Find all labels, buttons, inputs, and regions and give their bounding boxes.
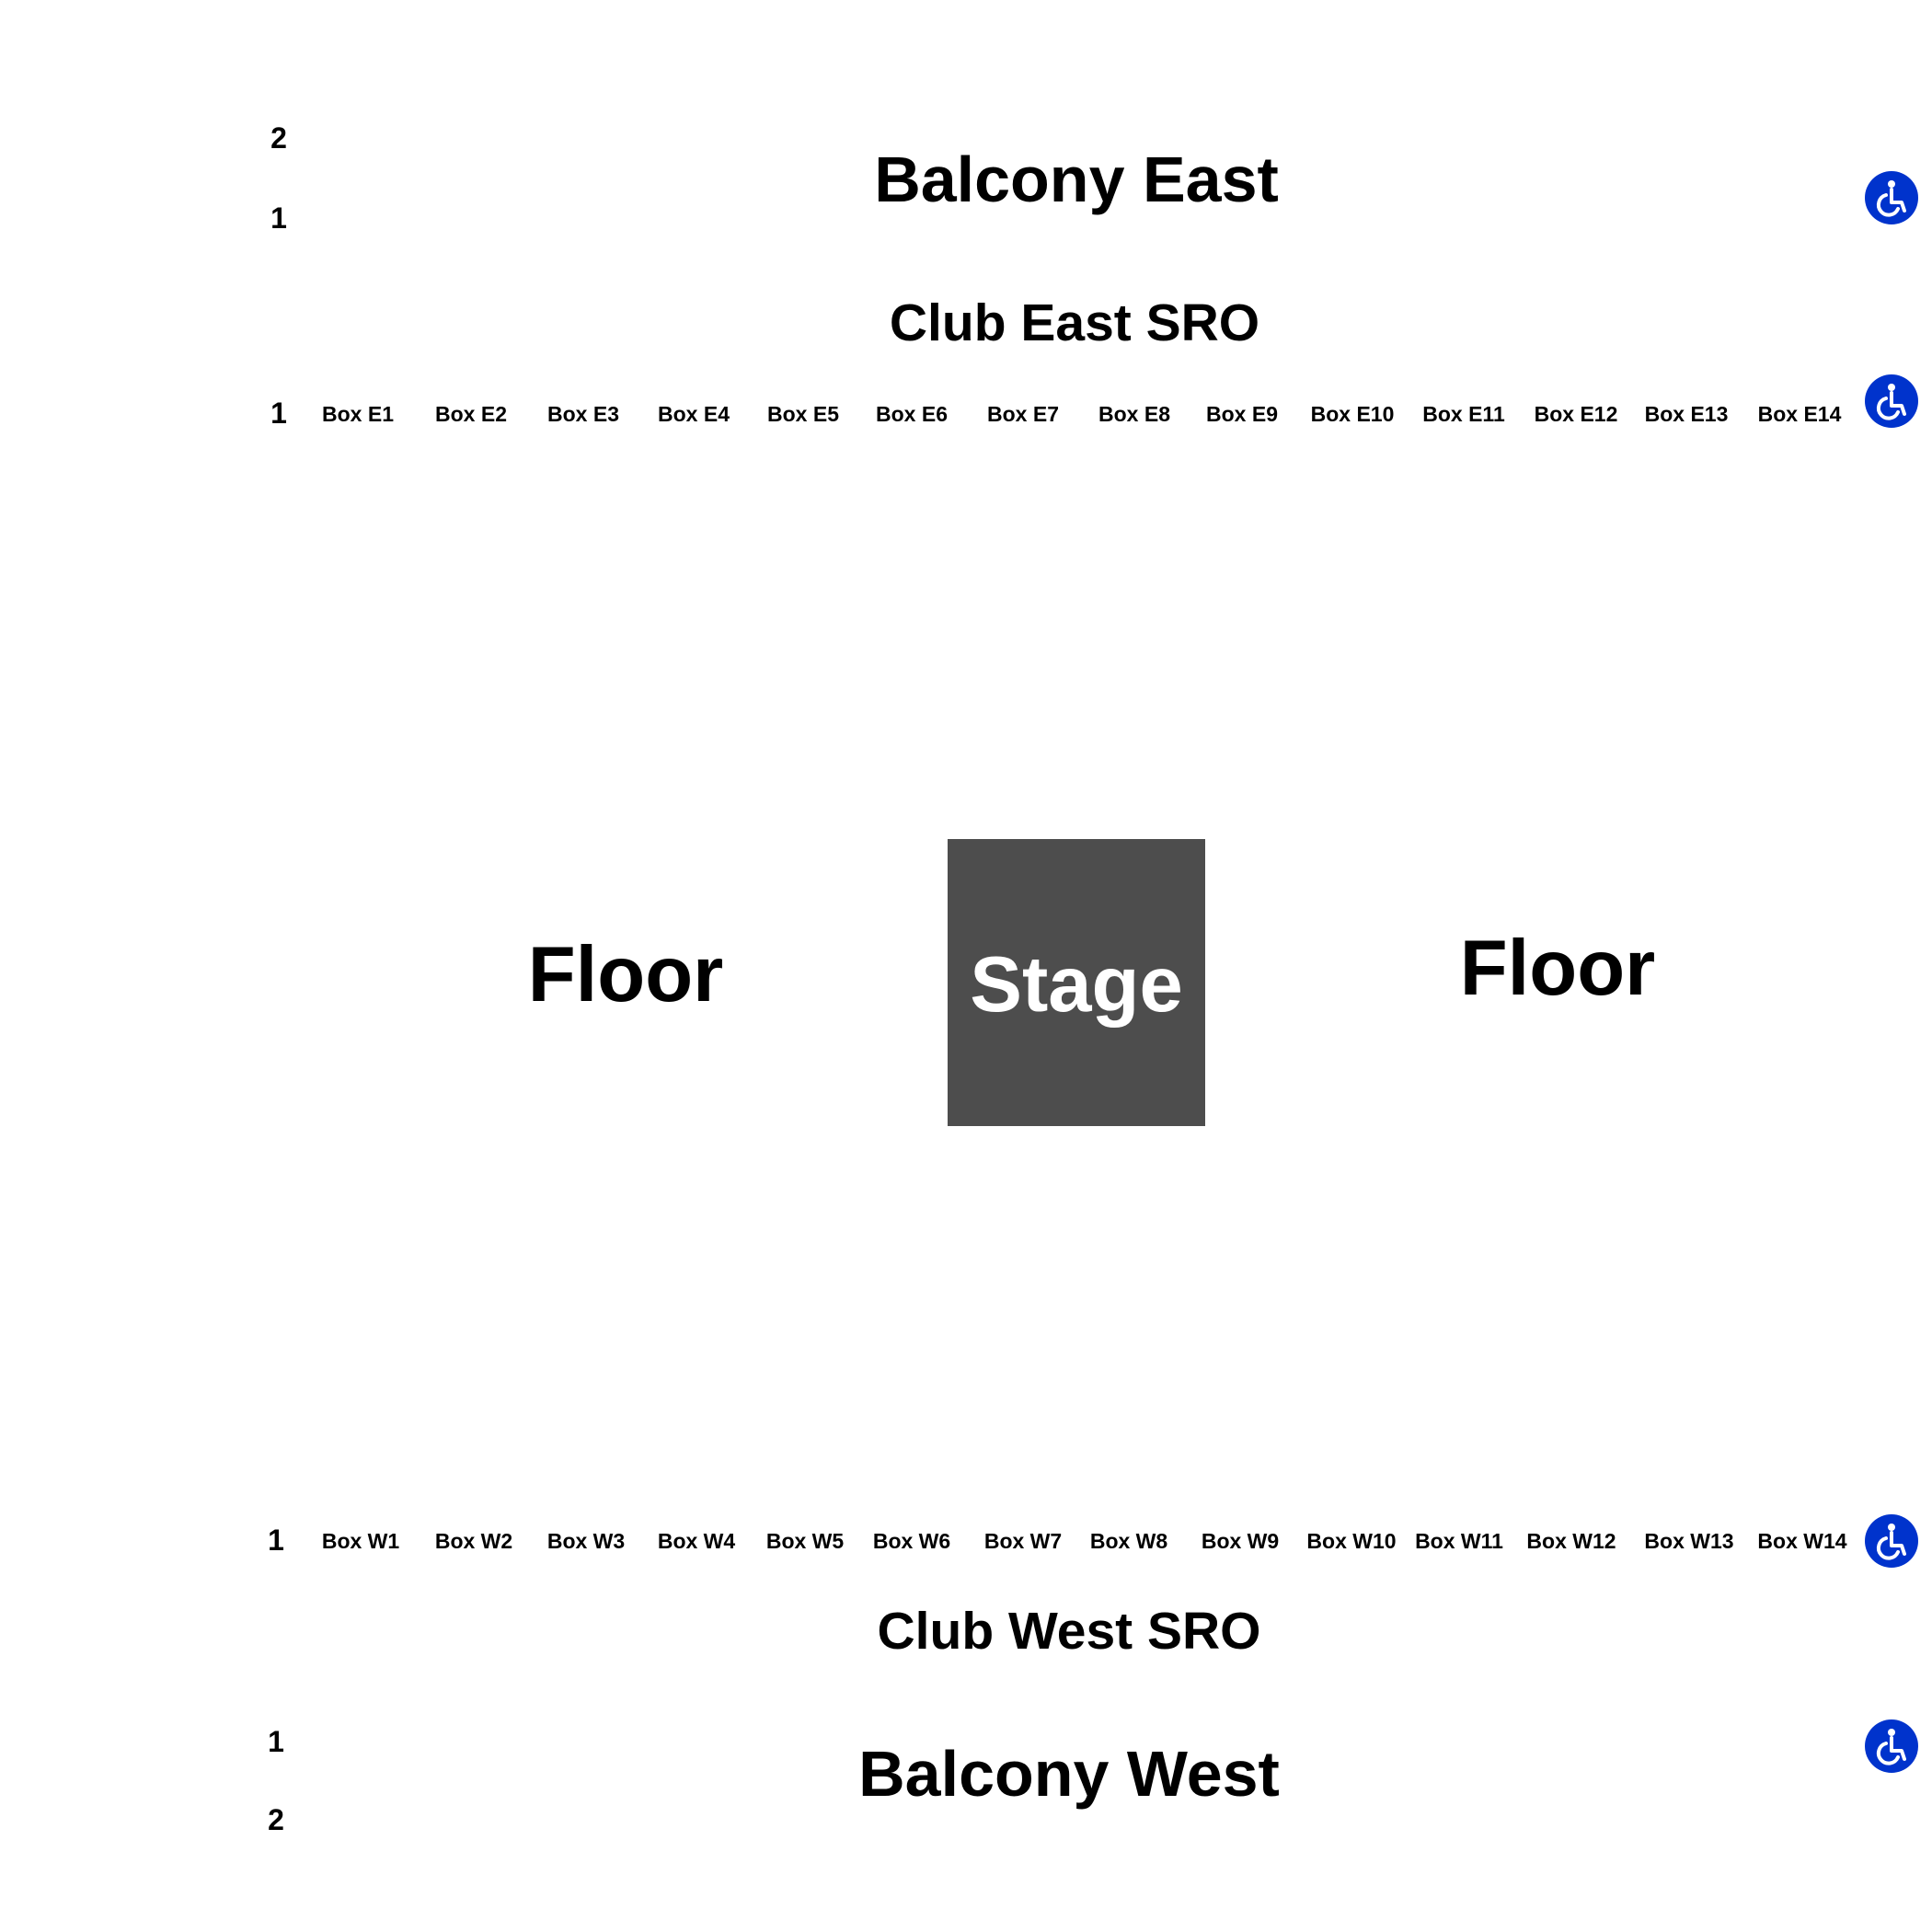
box-e6[interactable]: Box E6: [876, 402, 948, 426]
box-e14[interactable]: Box E14: [1757, 402, 1842, 426]
box-e13[interactable]: Box E13: [1644, 402, 1729, 426]
balcony-east-row-label[interactable]: 1: [270, 201, 287, 235]
balcony-west-row-label[interactable]: 1: [268, 1725, 284, 1758]
box-w2[interactable]: Box W2: [434, 1529, 513, 1553]
section-balcony-east[interactable]: Balcony East: [874, 144, 1279, 215]
section-club-west-sro[interactable]: Club West SRO: [877, 1602, 1261, 1661]
box-w10[interactable]: Box W10: [1306, 1529, 1397, 1553]
box-w5[interactable]: Box W5: [765, 1529, 845, 1553]
box-w11[interactable]: Box W11: [1415, 1529, 1503, 1553]
club-east-row-label[interactable]: 1: [270, 397, 287, 430]
box-w13[interactable]: Box W13: [1644, 1529, 1734, 1553]
box-e12[interactable]: Box E12: [1534, 402, 1618, 426]
stage-label: Stage: [970, 941, 1183, 1029]
wheelchair-icon[interactable]: [1864, 374, 1919, 429]
club-west-row-label[interactable]: 1: [268, 1524, 284, 1557]
section-balcony-west[interactable]: Balcony West: [858, 1738, 1280, 1810]
box-w1[interactable]: Box W1: [321, 1529, 400, 1553]
box-w3[interactable]: Box W3: [546, 1529, 626, 1553]
box-e9[interactable]: Box E9: [1206, 402, 1278, 426]
box-w7[interactable]: Box W7: [983, 1529, 1063, 1553]
wheelchair-icon[interactable]: [1864, 1513, 1919, 1569]
box-w9[interactable]: Box W9: [1201, 1529, 1280, 1553]
box-w12[interactable]: Box W12: [1526, 1529, 1616, 1553]
box-e7[interactable]: Box E7: [987, 402, 1059, 426]
box-w6[interactable]: Box W6: [872, 1529, 951, 1553]
box-e1[interactable]: Box E1: [322, 402, 394, 426]
wheelchair-icon[interactable]: [1864, 1719, 1919, 1774]
section-club-east-sro[interactable]: Club East SRO: [889, 293, 1260, 352]
section-floor-left[interactable]: Floor: [527, 931, 724, 1018]
box-w4[interactable]: Box W4: [657, 1529, 736, 1553]
box-e5[interactable]: Box E5: [767, 402, 839, 426]
box-e8[interactable]: Box E8: [1098, 402, 1170, 426]
section-floor-right[interactable]: Floor: [1459, 925, 1656, 1012]
box-e10[interactable]: Box E10: [1310, 402, 1395, 426]
box-e4[interactable]: Box E4: [658, 402, 730, 426]
box-e2[interactable]: Box E2: [435, 402, 507, 426]
balcony-east-row-label[interactable]: 2: [270, 121, 287, 155]
box-w8[interactable]: Box W8: [1089, 1529, 1168, 1553]
wheelchair-icon[interactable]: [1864, 170, 1919, 225]
balcony-west-row-label[interactable]: 2: [268, 1803, 284, 1836]
box-e3[interactable]: Box E3: [547, 402, 619, 426]
stage: Stage: [948, 839, 1205, 1126]
box-e11[interactable]: Box E11: [1422, 402, 1505, 426]
box-w14[interactable]: Box W14: [1757, 1529, 1847, 1553]
